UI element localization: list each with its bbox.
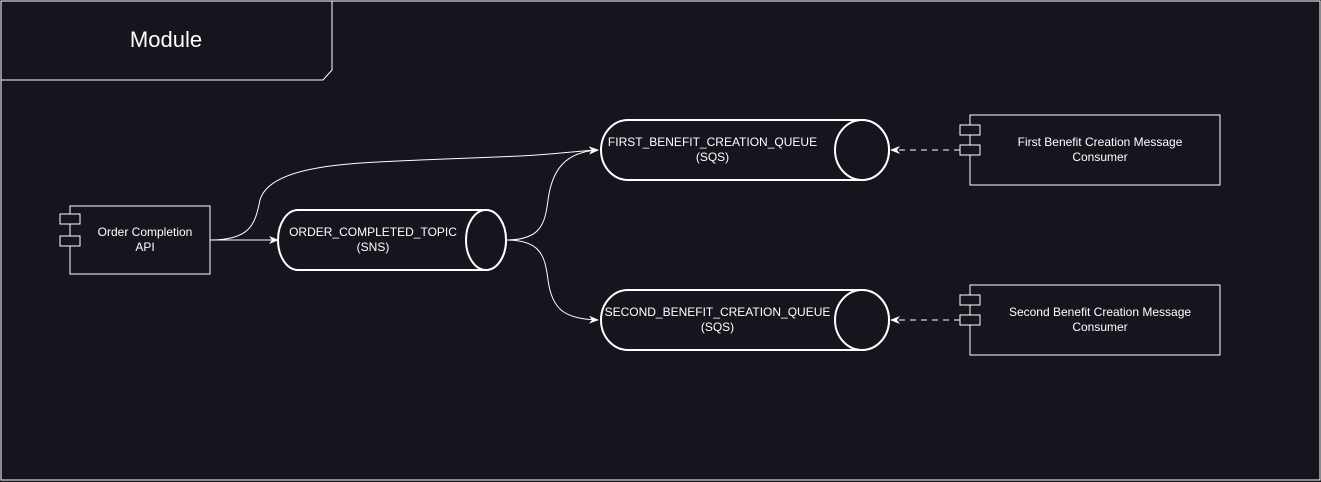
component-port-icon [959,294,981,306]
second-consumer-label-line1: Second Benefit Creation Message [1008,305,1192,319]
order-api-label-line2: API [135,240,155,254]
topic-label: ORDER_COMPLETED_TOPIC (SNS) [278,225,468,255]
topic-label-line2: (SNS) [356,240,390,254]
second-queue-label-line1: SECOND_BENEFIT_CREATION_QUEUE [604,305,831,319]
component-port-icon [959,314,981,326]
first-consumer-label-line2: Consumer [1072,150,1128,164]
order-completion-api-component[interactable] [59,205,211,275]
edge-api-to-first-queue [209,146,599,241]
first-consumer-label: First Benefit Creation Message Consumer [980,135,1220,165]
first-queue-label: FIRST_BENEFIT_CREATION_QUEUE (SQS) [595,135,830,165]
first-queue-label-line1: FIRST_BENEFIT_CREATION_QUEUE [607,135,818,149]
edge-topic-to-first-queue [505,146,599,241]
second-benefit-queue-cylinder[interactable] [600,289,890,351]
order-completed-topic-cylinder[interactable] [277,209,507,271]
second-consumer-component[interactable] [959,284,1221,356]
component-port-icon [59,235,81,247]
second-queue-label: SECOND_BENEFIT_CREATION_QUEUE (SQS) [595,305,840,335]
topic-label-line1: ORDER_COMPLETED_TOPIC [289,225,457,239]
edge-topic-to-second-queue [505,239,599,324]
second-queue-label-line2: (SQS) [700,320,735,334]
first-consumer-component[interactable] [959,114,1221,186]
component-port-icon [59,213,81,225]
second-consumer-label: Second Benefit Creation Message Consumer [980,305,1220,335]
order-api-label-line1: Order Completion [97,225,193,239]
first-queue-label-line2: (SQS) [695,150,730,164]
module-title-tab [1,0,333,81]
second-consumer-label-line2: Consumer [1072,320,1128,334]
order-api-label: Order Completion API [70,225,220,255]
component-port-icon [959,144,981,156]
module-title: Module [129,27,203,52]
first-benefit-queue-cylinder[interactable] [600,119,890,181]
component-port-icon [959,124,981,136]
first-consumer-label-line1: First Benefit Creation Message [1017,135,1183,149]
